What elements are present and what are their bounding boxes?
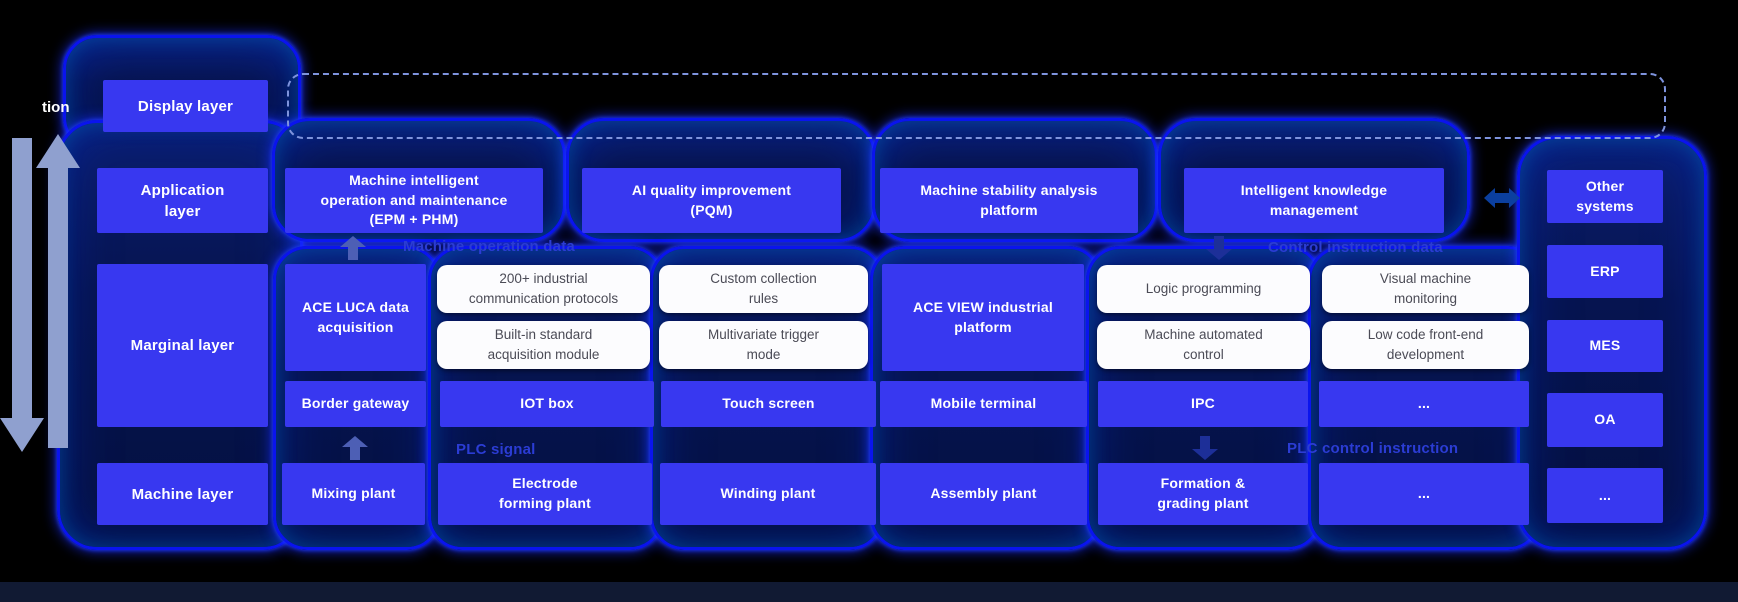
touch-screen-box: Touch screen [661,381,876,427]
external-ellipsis-box: ... [1547,468,1663,523]
electrode-plant-box: Electrode forming plant [438,463,652,525]
other-systems-box: Other systems [1547,170,1663,223]
bottom-edge-strip [0,582,1738,602]
app-stability-box: Machine stability analysis platform [880,168,1138,233]
mobile-terminal-box: Mobile terminal [880,381,1087,427]
formation-plant-box: Formation & grading plant [1098,463,1308,525]
ace-view-box: ACE VIEW industrial platform [882,264,1084,371]
bidirectional-arrow-icon [1484,188,1520,208]
data-down-arrow-icon [0,138,44,452]
ace-luca-box: ACE LUCA data acquisition [285,264,426,371]
app-pqm-box: AI quality improvement (PQM) [582,168,841,233]
dashed-placeholder-frame [287,73,1666,139]
app-knowledge-box: Intelligent knowledge management [1184,168,1444,233]
oa-box: OA [1547,393,1663,447]
display-layer-box: Display layer [103,80,268,132]
chip-collection-rules: Custom collection rules [659,265,868,313]
down-arrow-icon [1206,236,1232,260]
app-epm-phm-box: Machine intelligent operation and mainte… [285,168,543,233]
hardware-ellipsis-box: ... [1319,381,1529,427]
chip-automated-control: Machine automated control [1097,321,1310,369]
plc-signal-label: PLC signal [456,441,536,458]
border-gateway-box: Border gateway [285,381,426,427]
up-arrow-icon [342,436,368,460]
chip-protocols: 200+ industrial communication protocols [437,265,650,313]
chip-lowcode-development: Low code front-end development [1322,321,1529,369]
plc-control-instruction-label: PLC control instruction [1287,440,1459,457]
up-arrow-icon [340,236,366,260]
assembly-plant-box: Assembly plant [880,463,1087,525]
erp-box: ERP [1547,245,1663,298]
clipped-label: tion [42,99,70,116]
winding-plant-box: Winding plant [660,463,876,525]
chip-trigger-mode: Multivariate trigger mode [659,321,868,369]
chip-visual-monitoring: Visual machine monitoring [1322,265,1529,313]
chip-logic-programming: Logic programming [1097,265,1310,313]
chip-acquisition-module: Built-in standard acquisition module [437,321,650,369]
machine-layer-box: Machine layer [97,463,268,525]
ipc-box: IPC [1098,381,1308,427]
mes-box: MES [1547,320,1663,372]
application-layer-box: Application layer [97,168,268,233]
down-arrow-icon [1192,436,1218,460]
machine-operation-data-label: Machine operation data [403,238,575,255]
marginal-layer-box: Marginal layer [97,264,268,427]
control-instruction-data-label: Control instruction data [1268,239,1443,256]
machine-ellipsis-box: ... [1319,463,1529,525]
data-up-arrow-icon [36,134,80,448]
mixing-plant-box: Mixing plant [282,463,425,525]
iot-box-box: IOT box [440,381,654,427]
